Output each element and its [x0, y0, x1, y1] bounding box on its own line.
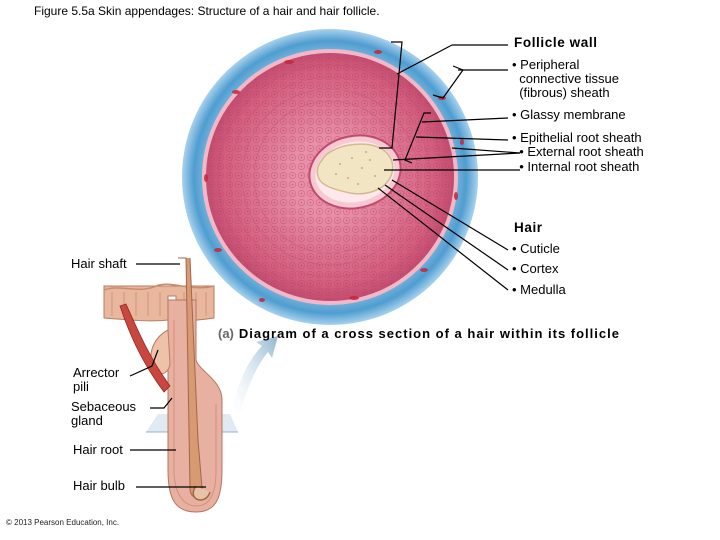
glassy-membrane-label: • Glassy membrane [512, 107, 626, 122]
hair-heading: Hair [514, 220, 543, 235]
copyright-notice: © 2013 Pearson Education, Inc. [6, 518, 120, 527]
left-leader-lines [129, 263, 206, 488]
medulla-label: • Medulla [512, 282, 566, 297]
external-root-sheath-label: • External root sheath [512, 144, 644, 159]
caption-text: Diagram of a cross section of a hair wit… [238, 326, 620, 341]
internal-root-sheath-label: • Internal root sheath [512, 159, 640, 174]
cortex-label: • Cortex [512, 261, 559, 276]
hair-root-label: Hair root [73, 442, 123, 457]
leader-lines [377, 41, 521, 291]
hair-cross-section [316, 143, 394, 195]
follicle-cross-section [182, 29, 478, 325]
arrector-pili-muscle [119, 303, 171, 393]
skin-section [103, 285, 215, 322]
epithelial-root-sheath-label: • Epithelial root sheath [512, 130, 642, 145]
figure-caption: (a) Diagram of a cross section of a hair … [218, 326, 620, 341]
caption-tag: (a) [218, 326, 234, 341]
zoom-arrow [232, 336, 278, 414]
follicle-wall-heading: Follicle wall [514, 35, 598, 50]
hair-shaft-label: Hair shaft [71, 256, 127, 271]
sebaceous-gland-label: Sebaceous gland [71, 399, 137, 428]
peripheral-sheath-label: • Peripheral connective tissue (fibrous)… [512, 57, 619, 100]
cuticle-label: • Cuticle [512, 241, 560, 256]
figure-title: Figure 5.5a Skin appendages: Structure o… [34, 4, 380, 18]
longitudinal-section [103, 257, 278, 513]
hair-bulb-label: Hair bulb [73, 478, 126, 493]
arrector-pili-label: Arrector pili [73, 365, 120, 394]
